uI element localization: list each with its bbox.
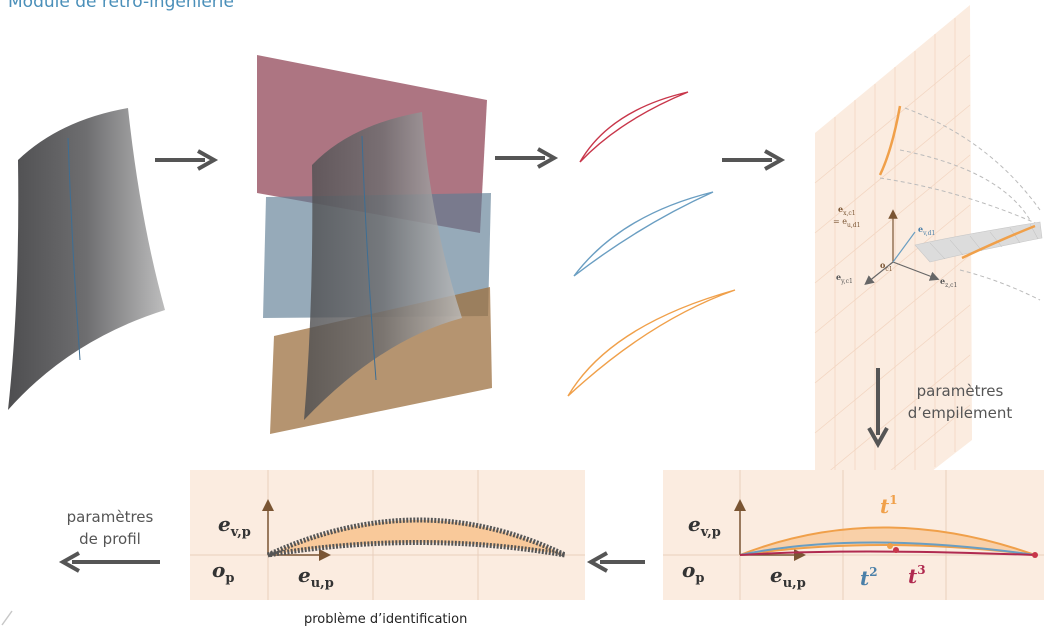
svg-text:ev,p: ev,p	[688, 512, 721, 540]
id-o-sub: p	[695, 571, 704, 586]
red-section	[579, 91, 689, 163]
stacking-plane	[814, 5, 1041, 562]
stack-ex-sub: x,c1	[843, 210, 855, 217]
blade-surface	[8, 108, 165, 410]
orange-section	[567, 289, 736, 397]
stacking-params-label: paramètres d’empilement	[890, 380, 1030, 424]
t2-label: t	[860, 566, 870, 590]
stack-eu-sub: u,d1	[847, 222, 860, 229]
stack-ev-label: e	[918, 224, 923, 234]
profile-params-label: paramètres de profil	[40, 506, 180, 550]
arrow-left-1	[586, 551, 645, 573]
stack-ey-sub: y,c1	[840, 278, 853, 285]
stacking-params-line2: d’empilement	[907, 404, 1013, 422]
id-eu-label: e	[770, 563, 783, 587]
arrow-down	[867, 368, 889, 449]
stack-ez-sub: z,c1	[945, 282, 957, 289]
svg-text:eu,p: eu,p	[298, 563, 334, 591]
arrow-1	[155, 149, 219, 171]
stack-o-sub: c1	[885, 266, 892, 273]
profile-params-line2: de profil	[79, 530, 141, 548]
stack-eu-label: = e	[833, 217, 847, 226]
prof-o-label: o	[212, 558, 225, 582]
arrow-2	[495, 147, 559, 169]
blue-section	[573, 191, 714, 277]
stack-ey-label: e	[836, 272, 841, 282]
id-eu-sub: u,p	[783, 576, 806, 591]
blade-with-cutting-planes	[257, 55, 492, 434]
prof-eu-sub: u,p	[311, 576, 334, 591]
prof-o-sub: p	[225, 571, 234, 586]
arrow-3	[722, 149, 786, 171]
svg-text:ev,p: ev,p	[218, 512, 251, 540]
projected-mesh	[914, 221, 1043, 263]
t3-label: t	[908, 564, 918, 588]
svg-text:t3: t3	[908, 563, 926, 588]
arrow-left-2	[58, 551, 160, 573]
identification-caption: problème d’identification	[304, 612, 468, 627]
diagram-title: Module de rétro-ingénierie	[8, 0, 234, 12]
svg-text:ex,c1: ex,c1	[838, 204, 856, 217]
prof-ev-sub: v,p	[230, 525, 251, 540]
svg-text:t1: t1	[880, 493, 898, 518]
stacking-params-line1: paramètres	[916, 382, 1004, 400]
stack-ez-label: e	[940, 276, 945, 286]
profile-panel: ev,p op eu,p	[190, 470, 585, 600]
t2-sup: 2	[869, 565, 877, 579]
t1-sup: 1	[889, 493, 897, 507]
t1-label: t	[880, 494, 890, 518]
profile-params-line1: paramètres	[66, 508, 154, 526]
stacking-orange-section	[878, 105, 902, 176]
svg-text:op: op	[212, 558, 234, 586]
corner-mark	[1, 610, 13, 626]
svg-text:t2: t2	[860, 565, 878, 590]
svg-text:ez,c1: ez,c1	[940, 276, 957, 289]
svg-text:eu,p: eu,p	[770, 563, 806, 591]
svg-text:ey,c1: ey,c1	[836, 272, 853, 285]
t3-sup: 3	[917, 563, 925, 577]
id-o-label: o	[682, 558, 695, 582]
stack-o-label: o	[880, 260, 886, 270]
id-ev-label: e	[688, 512, 701, 536]
stack-ev-sub: v,d1	[922, 230, 935, 237]
svg-text:oc1: oc1	[880, 260, 893, 273]
svg-text:= eu,d1: = eu,d1	[833, 217, 860, 229]
stacking-axes: ex,c1 = eu,d1 ev,d1 ey,c1 ez,c1 oc1	[833, 204, 957, 289]
prof-ev-label: e	[218, 512, 231, 536]
stack-ex-label: e	[838, 204, 843, 214]
identification-panel: ev,p op eu,p t1 t2 t3	[663, 470, 1044, 600]
id-ev-sub: v,p	[700, 525, 721, 540]
svg-text:ev,d1: ev,d1	[918, 224, 935, 237]
prof-eu-label: e	[298, 563, 311, 587]
svg-text:op: op	[682, 558, 704, 586]
